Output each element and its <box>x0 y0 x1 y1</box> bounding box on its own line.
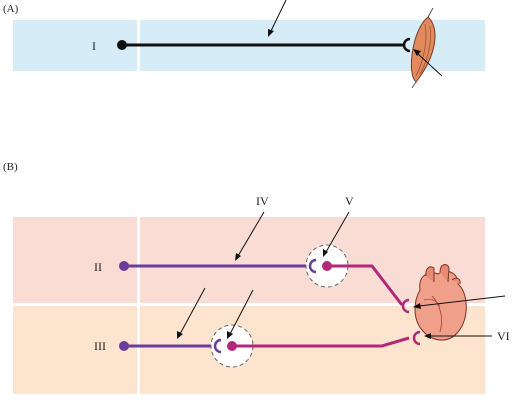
skeletal-muscle-icon <box>410 7 436 89</box>
neuron-label-I: I <box>92 39 96 53</box>
postganglionic-axon <box>327 264 404 306</box>
callout-VI: VI <box>497 329 510 343</box>
panel-b-bottom-band-left <box>13 306 137 394</box>
panel-a: (A) I <box>3 0 485 89</box>
panel-a-tag: (A) <box>3 3 19 15</box>
pointer-arrow <box>235 211 265 261</box>
callout-IV: IV <box>256 194 269 208</box>
pointer-arrow <box>413 49 443 77</box>
panel-b-tag: (B) <box>3 161 18 173</box>
postganglionic-axon <box>232 336 410 348</box>
cardiac-synapse <box>401 298 410 314</box>
panel-a-band-left <box>13 20 137 71</box>
neuron-label-III: III <box>94 339 106 353</box>
panel-b: (B) II III <box>3 161 510 394</box>
callout-V: V <box>345 194 354 208</box>
pointer-arrow <box>323 211 350 257</box>
pointer-arrow <box>177 287 206 339</box>
preganglionic-terminal <box>213 338 222 354</box>
neuromuscular-junction <box>402 37 411 53</box>
pointer-arrow <box>424 333 492 339</box>
neuron-label-II: II <box>94 260 102 274</box>
cardiac-synapse <box>412 330 421 346</box>
heart-icon <box>414 264 467 341</box>
pointer-arrow <box>227 289 254 339</box>
panel-b-top-band-left <box>13 217 137 303</box>
pointer-arrow <box>413 295 506 309</box>
pointer-arrow <box>268 0 287 37</box>
